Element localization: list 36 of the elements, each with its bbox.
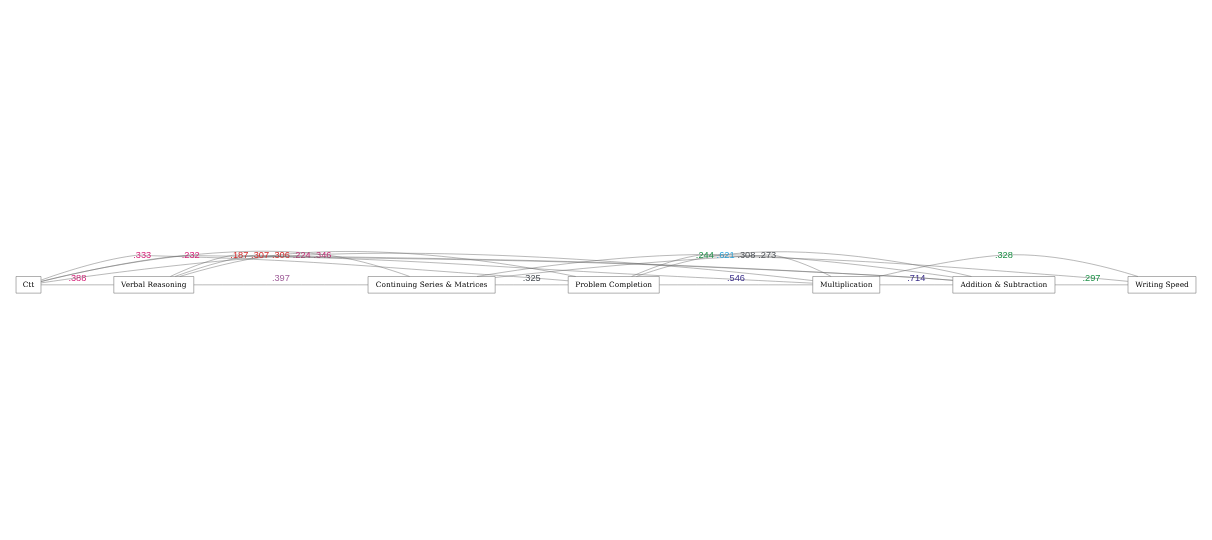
edge-label: .307 — [251, 249, 270, 260]
edge-label: .224 — [292, 249, 311, 260]
connector — [878, 254, 1139, 277]
edge-label: .273 — [758, 249, 777, 260]
connector — [174, 254, 953, 281]
connector — [40, 250, 410, 282]
edge-label: .244 — [695, 249, 714, 260]
edge-label: .333 — [133, 249, 152, 260]
edge-label: .297 — [1082, 272, 1101, 283]
edge-label: .388 — [68, 272, 87, 283]
edge-label: .325 — [522, 272, 541, 283]
edge-label: .621 — [716, 249, 735, 260]
edge-label: .187 — [230, 249, 249, 260]
edge-label: .232 — [181, 249, 200, 260]
connector — [659, 284, 813, 285]
edge-label: .308 — [737, 249, 756, 260]
connector — [636, 251, 972, 277]
connector — [193, 284, 369, 285]
connector — [879, 284, 953, 285]
connector — [40, 254, 953, 282]
connector — [170, 254, 813, 283]
edge-label: .546 — [727, 272, 745, 283]
connector — [476, 253, 953, 277]
connector — [495, 254, 832, 278]
connector — [494, 284, 569, 285]
edge-label: .714 — [907, 272, 926, 283]
edge-label: .306 — [271, 249, 290, 260]
edge-label: .328 — [994, 249, 1013, 260]
edge-label: .346 — [313, 249, 332, 260]
connector — [631, 254, 1129, 282]
connector — [179, 250, 576, 277]
connector — [40, 284, 114, 285]
connector — [40, 254, 569, 281]
connector — [40, 252, 813, 283]
edge-label: .397 — [271, 272, 290, 283]
connector — [1054, 284, 1129, 285]
